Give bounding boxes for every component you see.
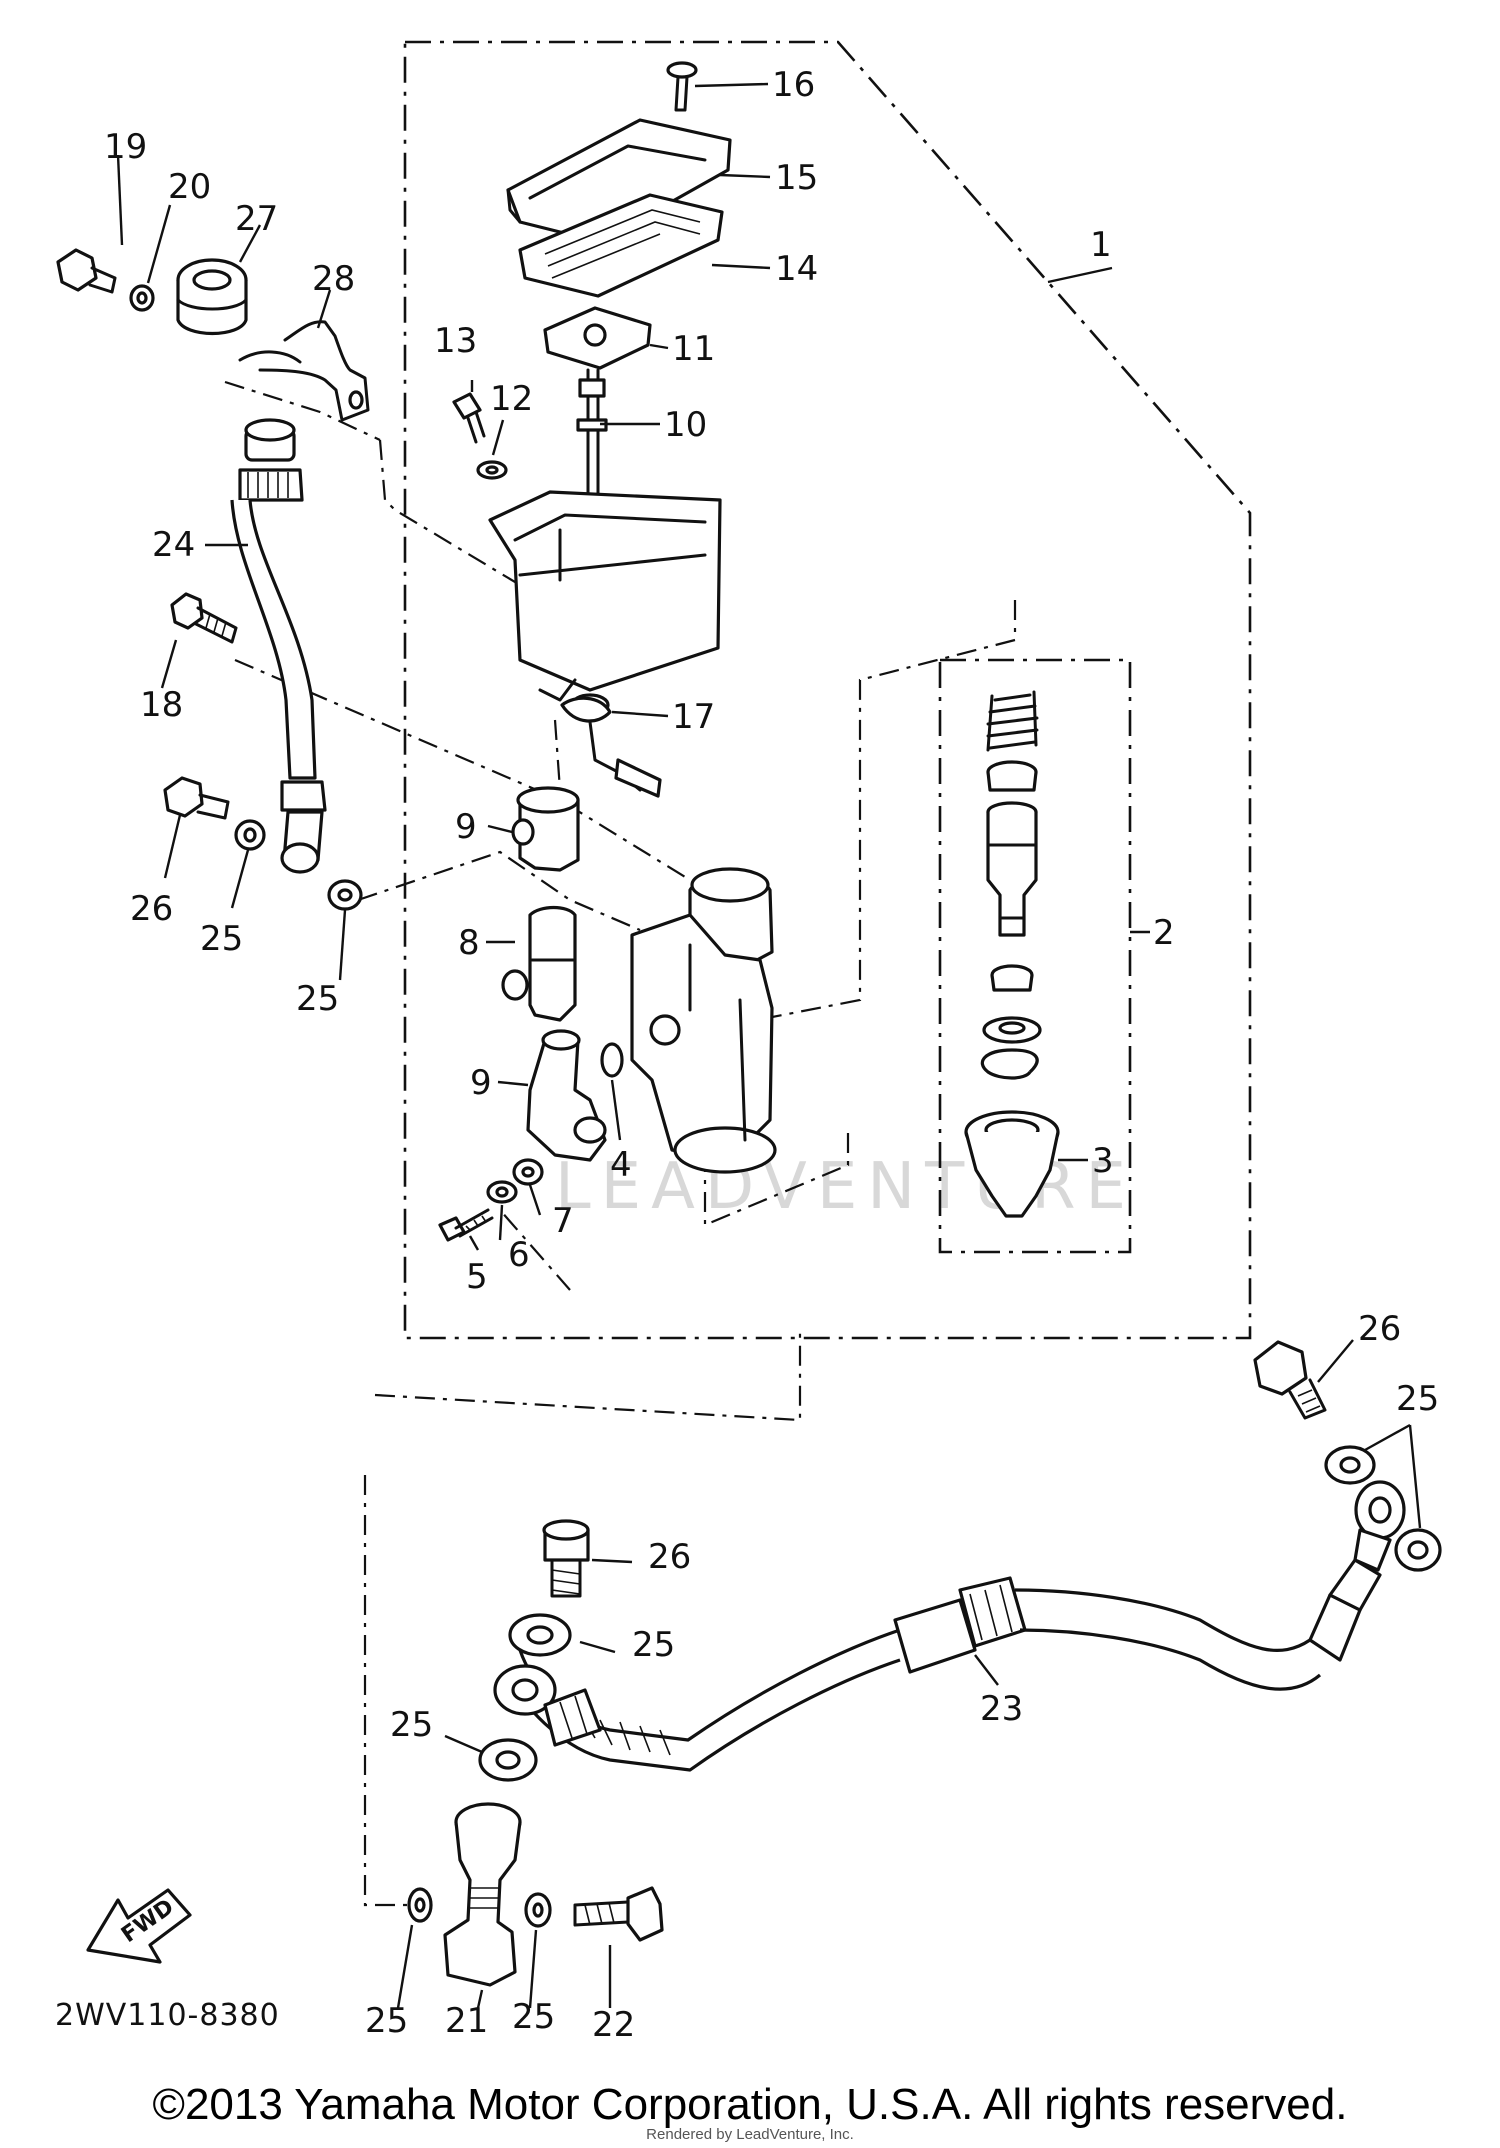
hose-end-right: [1353, 1480, 1406, 1572]
callout-25-left-a: 25: [200, 919, 243, 959]
brake-hose-23: [508, 1558, 1382, 1772]
callout-25-right: 25: [1396, 1379, 1439, 1419]
callout-5: 5: [466, 1257, 488, 1297]
union-bolt-upper: [511, 786, 580, 872]
o-ring-4: [600, 1042, 624, 1078]
reservoir-tank: [488, 490, 722, 717]
washer-25-left-a: [234, 819, 266, 851]
callout-labels: 1 2 3 4 5 6 7 8 9 9 10 11 12 13 14 15 16…: [104, 65, 1439, 2045]
callout-1: 1: [1090, 225, 1112, 265]
callout-20: 20: [168, 167, 211, 207]
callout-14: 14: [775, 249, 818, 289]
callout-25-fitting-b: 25: [512, 1997, 555, 2037]
diaphragm-plate: [543, 306, 652, 370]
washer-25-lower-a: [508, 1613, 572, 1657]
callout-12: 12: [490, 379, 533, 419]
callout-3: 3: [1092, 1141, 1114, 1181]
reservoir-cap: [506, 118, 732, 244]
bolt-19: [56, 248, 117, 294]
callout-19: 19: [104, 127, 147, 167]
alignment-lines: [224, 380, 1017, 1907]
forward-arrow-icon: FWD: [86, 1888, 192, 1964]
callout-25-lower-b: 25: [390, 1705, 433, 1745]
callout-22: 22: [592, 2005, 635, 2045]
washer-25-lower-b: [478, 1738, 538, 1782]
circlip: [980, 1048, 1039, 1080]
hose-end-lower: [493, 1664, 602, 1747]
reservoir-hose-24: [230, 418, 327, 874]
piston-washer: [982, 1016, 1042, 1044]
washer-20: [129, 284, 155, 312]
boot-3: [964, 1110, 1060, 1218]
screw-13: [452, 392, 486, 444]
callout-15: 15: [775, 158, 818, 198]
callout-24: 24: [152, 525, 195, 565]
callout-26-right: 26: [1358, 1309, 1401, 1349]
piston-cup: [990, 964, 1034, 992]
screw-5: [438, 1208, 494, 1242]
callout-9-upper: 9: [455, 807, 477, 847]
callout-7: 7: [552, 1201, 574, 1241]
reservoir-cap-screw: [666, 61, 698, 112]
leader-lines: [116, 82, 1422, 2009]
callout-21: 21: [445, 2001, 488, 2041]
washer-25-fitting-b: [524, 1892, 552, 1928]
callout-16: 16: [772, 65, 815, 105]
callout-4: 4: [610, 1145, 632, 1185]
callout-6: 6: [508, 1235, 530, 1275]
callout-26-left: 26: [130, 889, 173, 929]
washer-25-fitting-a: [407, 1887, 433, 1923]
washer-25-left-b: [327, 879, 363, 911]
hose-band-17: [560, 696, 662, 798]
diagram-code: 2WV110-8380: [55, 1998, 280, 2033]
bolt-26-lower: [542, 1519, 590, 1598]
render-credit: Rendered by LeadVenture, Inc.: [646, 2126, 854, 2143]
diaphragm: [518, 193, 724, 298]
spring-seat: [986, 760, 1038, 792]
washer-6: [486, 1180, 518, 1204]
callout-25-fitting-a: 25: [365, 2001, 408, 2041]
assembly-1-outline: [403, 40, 1252, 1340]
callout-23: 23: [980, 1689, 1023, 1729]
union-bolt-lower: [526, 1029, 607, 1162]
callout-10: 10: [664, 405, 707, 445]
callout-25-lower-a: 25: [632, 1625, 675, 1665]
washer-25-right-a: [1324, 1445, 1376, 1485]
callout-8: 8: [458, 923, 480, 963]
connector-8: [501, 905, 577, 1022]
copyright-notice: ©2013 Yamaha Motor Corporation, U.S.A. A…: [152, 2080, 1348, 2129]
bolt-26-right: [1253, 1340, 1327, 1420]
union-21: [443, 1802, 522, 1987]
callout-18: 18: [140, 685, 183, 725]
hose-clip-28: [238, 320, 370, 422]
callout-27: 27: [235, 199, 278, 239]
collar-7: [512, 1158, 544, 1186]
callout-13: 13: [434, 321, 477, 361]
bolt-22: [573, 1886, 664, 1942]
master-cylinder-body: [630, 867, 777, 1174]
callout-25-left-b: 25: [296, 979, 339, 1019]
grommet-27: [176, 258, 248, 336]
washer-12: [476, 460, 508, 480]
callout-17: 17: [672, 697, 715, 737]
washer-25-right-b: [1394, 1528, 1442, 1572]
callout-11: 11: [672, 329, 715, 369]
callout-2: 2: [1153, 913, 1175, 953]
piston: [986, 801, 1038, 937]
callout-9-lower: 9: [470, 1063, 492, 1103]
callout-26-lower: 26: [648, 1537, 691, 1577]
bolt-26-left: [163, 776, 230, 820]
piston-spring: [986, 690, 1039, 752]
callout-28: 28: [312, 259, 355, 299]
bolt-18: [170, 592, 238, 644]
assembly-2-outline: [938, 658, 1132, 1254]
